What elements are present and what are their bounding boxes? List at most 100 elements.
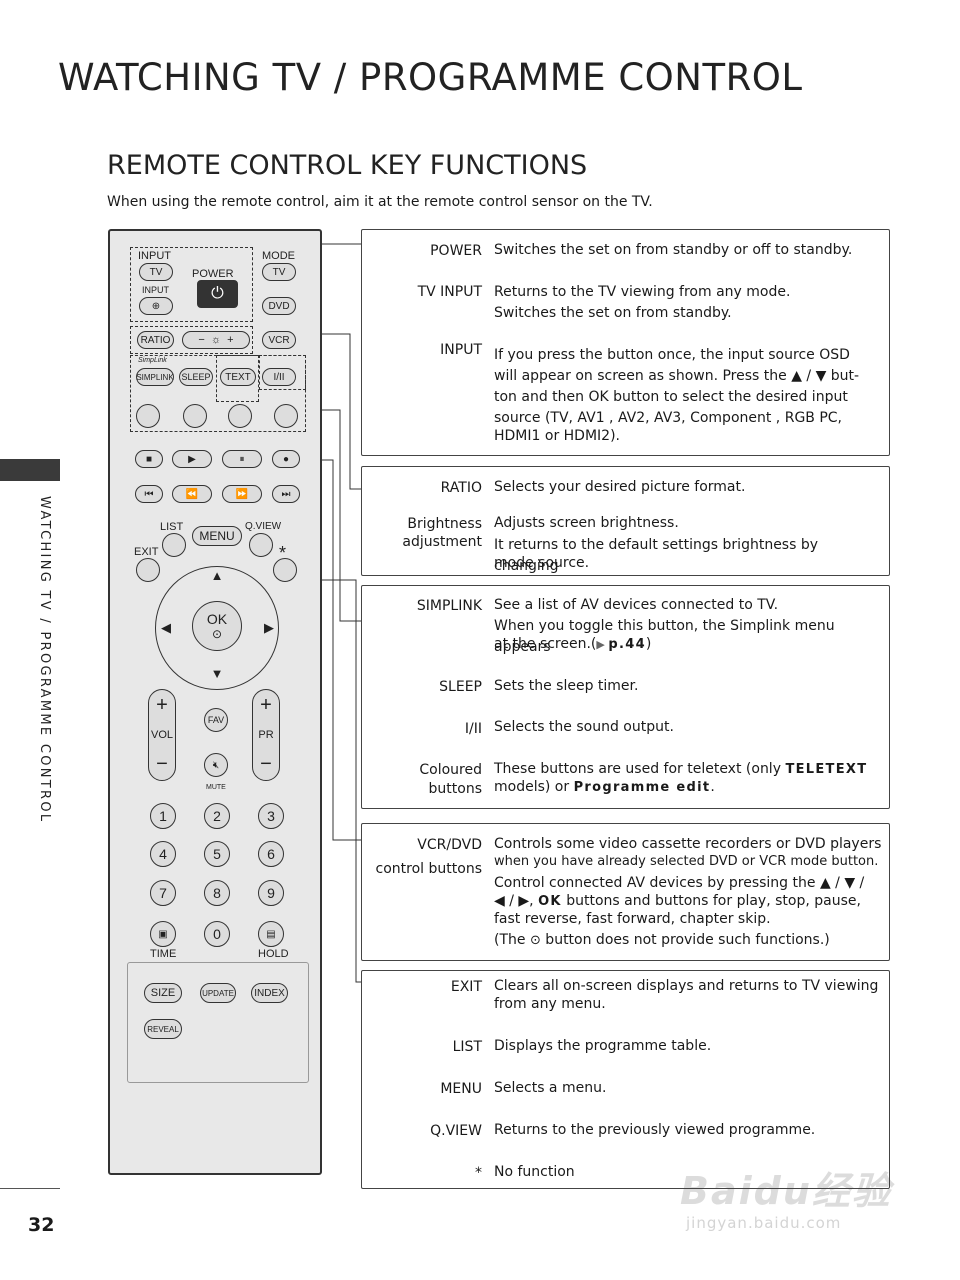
programme-rocker[interactable]: + PR −: [252, 689, 280, 781]
tv-input-key: TV INPUT: [417, 284, 482, 300]
left-arrow-button[interactable]: ◀: [159, 616, 173, 640]
power-key: POWER: [430, 243, 482, 259]
footer-rule: [0, 1188, 60, 1189]
green-button[interactable]: [183, 404, 207, 428]
input-button[interactable]: ⊕: [139, 297, 173, 315]
record-button[interactable]: ●: [272, 450, 300, 468]
ok-button[interactable]: OK ⊙: [192, 601, 242, 651]
tv-input-button[interactable]: TV: [139, 263, 173, 281]
size-button[interactable]: SIZE: [144, 983, 182, 1003]
red-button[interactable]: [136, 404, 160, 428]
programme-up-icon: +: [260, 694, 272, 716]
coloured-desc-2: models) or: [494, 779, 574, 795]
skip-forward-button[interactable]: ⏭: [272, 485, 300, 503]
number-button-1[interactable]: 1: [150, 803, 176, 829]
simplink-box: SIMPLINK See a list of AV devices connec…: [361, 585, 890, 809]
vcr-dvd-box: VCR/DVD control buttons Controls some vi…: [361, 823, 890, 961]
ok-label: OK: [206, 611, 228, 627]
play-button[interactable]: ▶: [172, 450, 212, 468]
list-desc: Displays the programme table.: [494, 1038, 712, 1054]
rewind-button[interactable]: ⏪: [172, 485, 212, 503]
number-button-8[interactable]: 8: [204, 880, 230, 906]
star-label: *: [279, 543, 287, 563]
vcr-desc-2: when you have already selected DVD or VC…: [494, 854, 879, 869]
stop-icon: ■: [145, 453, 153, 465]
hold-button[interactable]: ▤: [258, 921, 284, 947]
power-label: POWER: [192, 268, 234, 280]
mute-button[interactable]: 🔇︎: [204, 753, 228, 777]
right-arrow-icon: ▶: [264, 620, 274, 635]
menu-button[interactable]: MENU: [192, 526, 242, 546]
skip-back-icon: ⏮: [144, 488, 154, 500]
volume-up-icon: +: [156, 694, 168, 716]
vcr-desc-4a: ◀ / ▶,: [494, 893, 539, 909]
pause-button[interactable]: ⏸: [222, 450, 262, 468]
simplink-button[interactable]: SIMPLINK: [136, 368, 174, 386]
qview-button[interactable]: [249, 533, 273, 557]
fast-forward-button[interactable]: ⏩: [222, 485, 262, 503]
brightness-icon: − ☼ +: [198, 334, 234, 346]
time-button[interactable]: ▣: [150, 921, 176, 947]
number-button-9[interactable]: 9: [258, 880, 284, 906]
input-desc-2: will appear on screen as shown. Press th…: [494, 368, 860, 384]
play-icon: ▶: [188, 453, 196, 465]
pr-label: PR: [258, 729, 274, 741]
up-arrow-button[interactable]: ▲: [205, 568, 229, 583]
exit-label: EXIT: [134, 546, 159, 558]
list-button[interactable]: [162, 533, 186, 557]
ratio-key: RATIO: [440, 480, 482, 496]
input-small-label: INPUT: [142, 285, 169, 295]
brightness-key-2: adjustment: [402, 534, 482, 550]
coloured-desc-3: .: [710, 779, 715, 795]
ratio-button[interactable]: RATIO: [137, 331, 174, 349]
number-button-3[interactable]: 3: [258, 803, 284, 829]
intro-text: When using the remote control, aim it at…: [107, 194, 653, 210]
reveal-button[interactable]: REVEAL: [144, 1019, 182, 1039]
blue-button[interactable]: [274, 404, 298, 428]
star-button[interactable]: [273, 558, 297, 582]
dvd-button[interactable]: DVD: [262, 297, 296, 315]
input-desc-5: HDMI1 or HDMI2).: [494, 428, 620, 444]
mode-label: MODE: [262, 250, 295, 262]
exit-desc-2: from any menu.: [494, 996, 606, 1012]
vcr-desc-6a: (The: [494, 932, 530, 948]
down-arrow-icon: ▼: [210, 665, 224, 681]
vcr-desc-3: Control connected AV devices by pressing…: [494, 875, 865, 891]
mode-tv-button[interactable]: TV: [262, 263, 296, 281]
brightness-desc-3: mode source.: [494, 555, 590, 571]
power-button[interactable]: ⏻: [197, 280, 238, 308]
text-button[interactable]: TEXT: [220, 368, 256, 386]
down-arrow-button[interactable]: ▼: [205, 665, 229, 681]
ratio-brightness-box: RATIO Selects your desired picture forma…: [361, 466, 890, 576]
stop-button[interactable]: ■: [135, 450, 163, 468]
brightness-button[interactable]: − ☼ +: [182, 331, 250, 349]
number-button-5[interactable]: 5: [204, 841, 230, 867]
number-button-6[interactable]: 6: [258, 841, 284, 867]
power-desc: Switches the set on from standby or off …: [494, 242, 853, 258]
brightness-desc-2: It returns to the default settings brigh…: [494, 537, 819, 574]
vcr-key-1: VCR/DVD: [417, 837, 482, 853]
vcr-button[interactable]: VCR: [262, 331, 296, 349]
update-button[interactable]: UPDATE: [200, 983, 236, 1003]
number-button-0[interactable]: 0: [204, 921, 230, 947]
volume-rocker[interactable]: + VOL −: [148, 689, 176, 781]
input-desc-1: If you press the button once, the input …: [494, 347, 850, 363]
number-button-2[interactable]: 2: [204, 803, 230, 829]
volume-down-icon: −: [156, 753, 168, 775]
skip-back-button[interactable]: ⏮: [135, 485, 163, 503]
index-button[interactable]: INDEX: [251, 983, 288, 1003]
fav-button[interactable]: FAV: [204, 708, 228, 732]
number-button-7[interactable]: 7: [150, 880, 176, 906]
vcr-desc-5: fast reverse, fast forward, chapter skip…: [494, 911, 771, 927]
yellow-button[interactable]: [228, 404, 252, 428]
input-desc-4: source (TV, AV1 , AV2, AV3, Component , …: [494, 410, 843, 426]
i-ii-desc: Selects the sound output.: [494, 719, 674, 735]
exit-button[interactable]: [136, 558, 160, 582]
sleep-button[interactable]: SLEEP: [179, 368, 213, 386]
number-button-4[interactable]: 4: [150, 841, 176, 867]
mute-icon: 🔇︎: [212, 759, 220, 771]
simplink-desc-1: See a list of AV devices connected to TV…: [494, 597, 779, 613]
right-arrow-button[interactable]: ▶: [262, 616, 276, 640]
brightness-key-1: Brightness: [407, 516, 482, 532]
i-ii-button[interactable]: I/II: [262, 368, 296, 386]
